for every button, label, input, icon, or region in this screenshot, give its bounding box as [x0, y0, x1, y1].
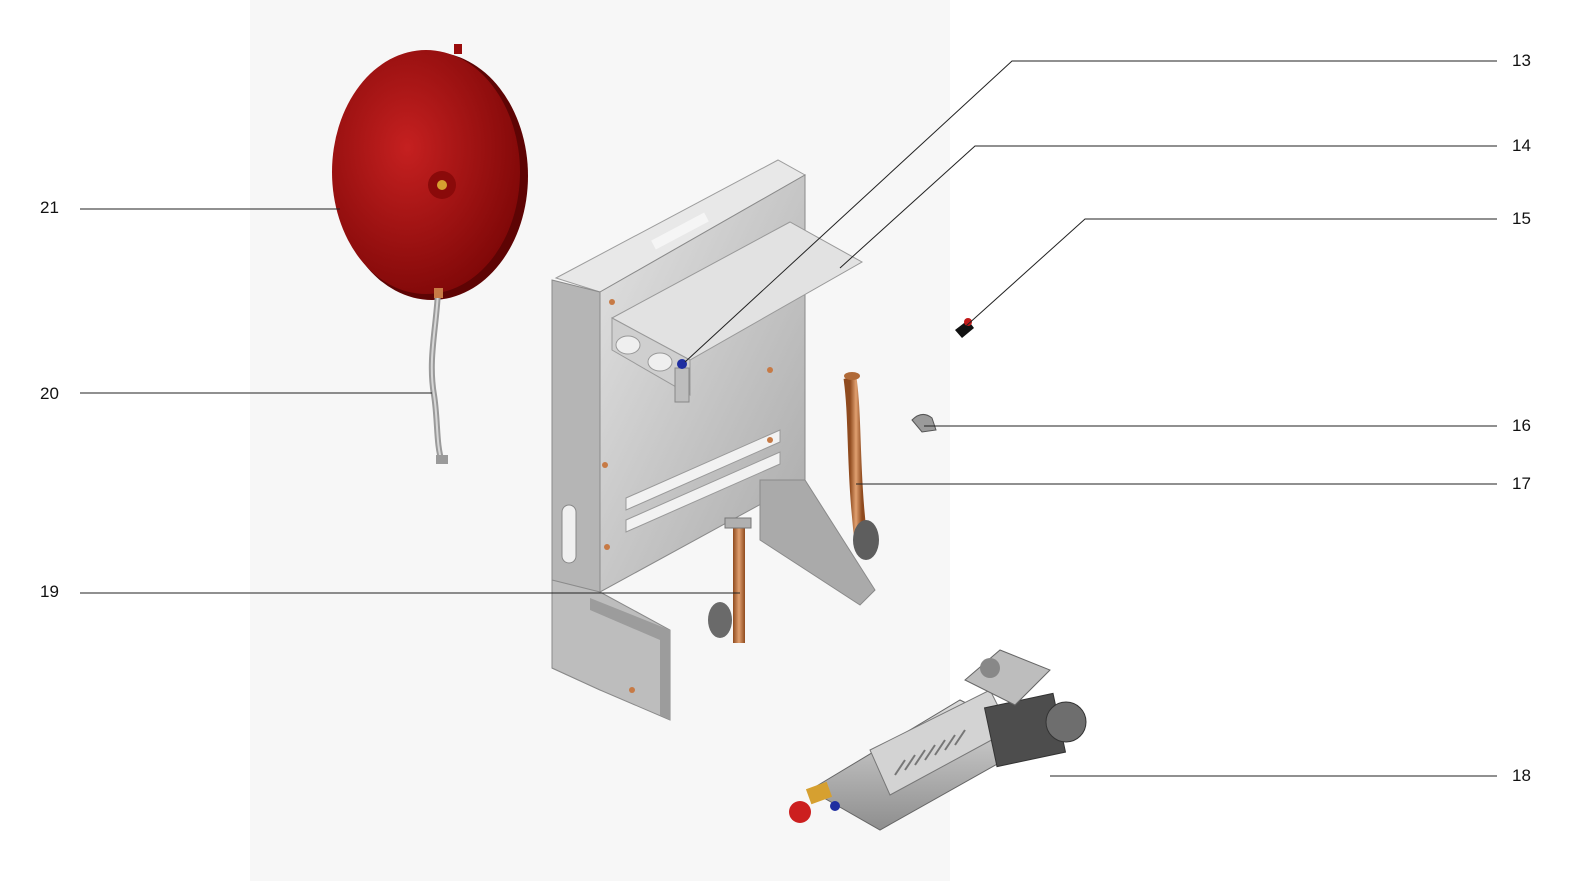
callout-20: 20 — [40, 384, 59, 403]
bleed-plug — [955, 318, 974, 338]
leader-lines — [80, 60, 1497, 777]
callout-19: 19 — [40, 582, 59, 601]
callout-16: 16 — [1512, 416, 1531, 435]
copper-pipe-upper — [843, 372, 879, 560]
expansion-vessel — [332, 44, 528, 300]
leader-line-15 — [965, 218, 1497, 327]
callout-14: 14 — [1512, 136, 1531, 155]
heat-exchanger-fins — [894, 729, 966, 776]
callout-18: 18 — [1512, 766, 1531, 785]
leader-line-14 — [839, 145, 1497, 269]
copper-pipe-lower — [708, 517, 752, 643]
clip — [911, 414, 937, 433]
flexible-hose — [428, 288, 448, 464]
callout-21: 21 — [40, 198, 59, 217]
callout-15: 15 — [1512, 209, 1531, 228]
callout-13: 13 — [1512, 51, 1531, 70]
boiler-frame — [551, 159, 876, 721]
hydraulic-group — [789, 649, 1087, 831]
callout-17: 17 — [1512, 474, 1531, 493]
leader-line-13 — [684, 60, 1497, 363]
